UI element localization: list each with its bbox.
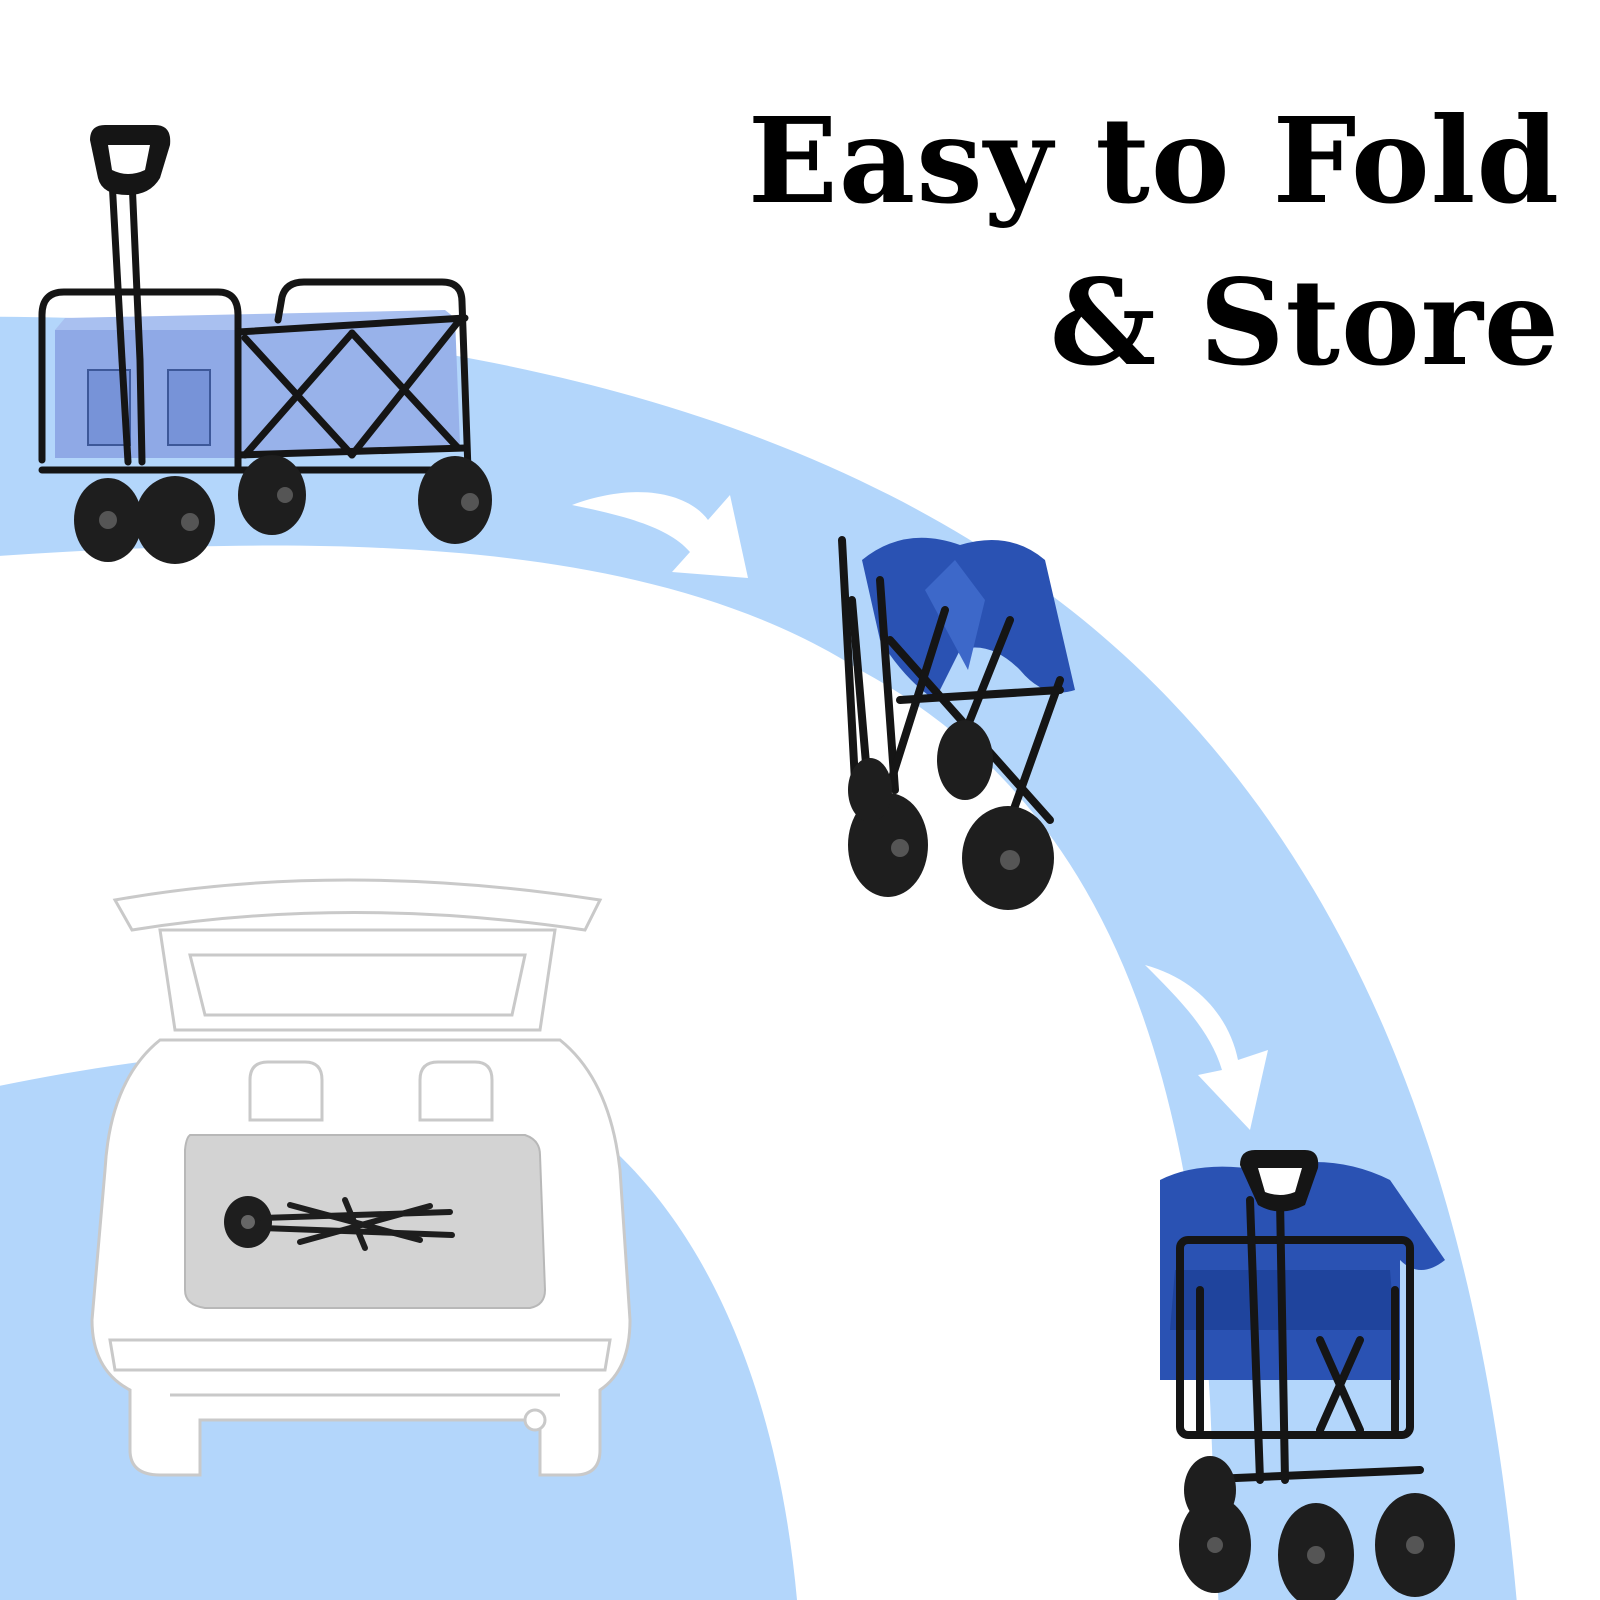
wagon-in-car-trunk [90,878,632,1477]
unfolded-wagon [38,125,492,564]
half-folded-wagon [838,536,1075,910]
headline: Easy to Fold & Store [600,80,1560,404]
wagon-wheels [74,455,492,564]
curved-arrow-icon [572,492,748,578]
stowed-wagon [224,1196,455,1251]
headline-line-2: & Store [1049,253,1560,392]
curved-arrow-icon [1145,965,1268,1130]
folded-wagon [1160,1150,1455,1600]
headline-line-1: Easy to Fold [747,91,1560,230]
